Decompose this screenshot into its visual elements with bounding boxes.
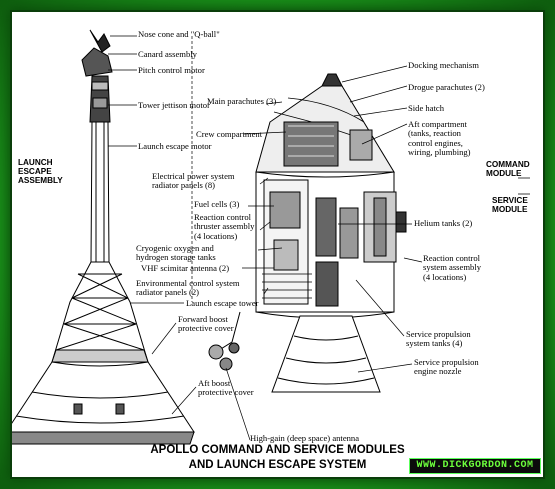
- launch-escape-assembly-drawing: [12, 29, 195, 445]
- leader-lines: [108, 35, 530, 441]
- label-pitch-control-motor: Pitch control motor: [138, 65, 205, 75]
- label-drogue-parachutes: Drogue parachutes (2): [408, 82, 485, 92]
- label-docking-mechanism: Docking mechanism: [408, 60, 479, 70]
- section-service-module: SERVICE MODULE: [492, 196, 528, 215]
- label-launch-escape-tower: Launch escape tower: [186, 298, 259, 308]
- label-rcs-system-assembly: Reaction control system assembly (4 loca…: [423, 253, 482, 282]
- label-main-parachutes: Main parachutes (3): [207, 96, 277, 106]
- label-nose-cone: Nose cone and "Q-ball": [138, 29, 220, 39]
- diagram-paper: Nose cone and "Q-ball" Canard assembly P…: [12, 12, 543, 477]
- label-forward-boost-cover: Forward boost protective cover: [178, 314, 234, 334]
- label-sps-tanks: Service propulsion system tanks (4): [406, 329, 471, 349]
- diagram-drawing: [12, 29, 530, 445]
- label-aft-compartment: Aft compartment (tanks, reaction control…: [408, 119, 471, 158]
- label-fuel-cells: Fuel cells (3): [194, 199, 240, 209]
- label-helium-tanks: Helium tanks (2): [414, 218, 473, 228]
- section-launch-escape-assembly: LAUNCH ESCAPE ASSEMBLY: [18, 158, 63, 186]
- label-rcs-thruster-assembly: Reaction control thruster assembly (4 lo…: [194, 212, 255, 241]
- label-cryogenic-tanks: Cryogenic oxygen and hydrogen storage ta…: [136, 243, 216, 263]
- site-watermark-logo: WWW.DICKGORDON.COM: [409, 458, 541, 474]
- label-vhf-scimitar-antenna: VHF scimitar antenna (2): [141, 263, 230, 273]
- label-sps-engine-nozzle: Service propulsion engine nozzle: [414, 357, 479, 377]
- command-service-module-drawing: [208, 73, 407, 393]
- label-canard-assembly: Canard assembly: [138, 49, 197, 59]
- label-tower-jettison-motor: Tower jettison motor: [138, 100, 210, 110]
- label-ecs-radiator-panels: Environmental control system radiator pa…: [136, 278, 240, 298]
- label-eps-radiator-panels: Electrical power system radiator panels …: [152, 171, 235, 191]
- section-command-module: COMMAND MODULE: [486, 160, 530, 179]
- diagram-title-line-2: AND LAUNCH ESCAPE SYSTEM: [188, 459, 367, 471]
- diagram-title-line-1: APOLLO COMMAND AND SERVICE MODULES: [150, 444, 405, 456]
- label-side-hatch: Side hatch: [408, 103, 445, 113]
- label-crew-compartment: Crew compartment: [196, 129, 263, 139]
- label-aft-boost-cover: Aft boost protective cover: [198, 378, 254, 398]
- label-high-gain-antenna: High-gain (deep space) antenna: [250, 433, 360, 443]
- label-launch-escape-motor: Launch escape motor: [138, 141, 212, 151]
